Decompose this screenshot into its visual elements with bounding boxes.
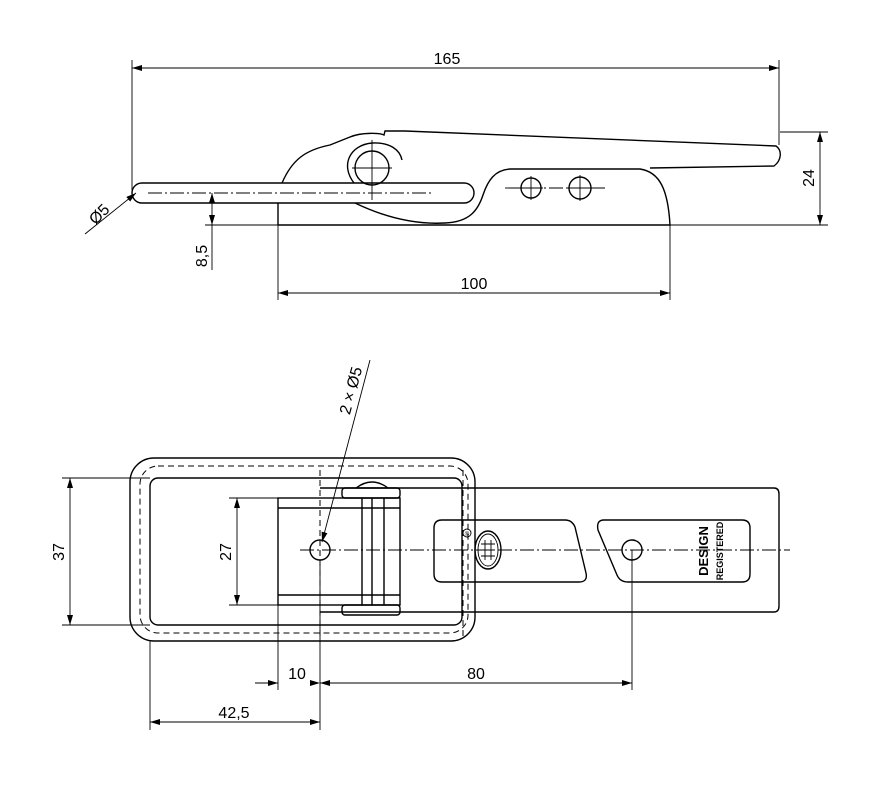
dimension-arrows bbox=[209, 193, 215, 225]
stamp-design: DESIGN bbox=[696, 526, 711, 576]
label-slot bbox=[596, 519, 751, 583]
dimension-arrow bbox=[310, 680, 320, 686]
hinge-knuckle bbox=[341, 604, 401, 616]
keeper-hidden-edge bbox=[139, 465, 469, 634]
hinge-block bbox=[277, 497, 401, 606]
keeper-inner bbox=[149, 477, 463, 626]
logo-slot bbox=[433, 519, 588, 583]
dim-label-42-5: 42,5 bbox=[218, 705, 249, 722]
lever-body bbox=[281, 130, 781, 184]
hinge-pin-head bbox=[355, 481, 389, 489]
dim-label-37: 37 bbox=[51, 543, 68, 561]
plan-view: ® DESIGN REGISTERED 2 × Ø5 37 27 10 80 4… bbox=[51, 359, 790, 730]
stamp-registered: REGISTERED bbox=[715, 521, 725, 580]
dim-label-165: 165 bbox=[434, 51, 461, 68]
dim-label-100: 100 bbox=[461, 276, 488, 293]
hinge-knuckle bbox=[341, 487, 401, 499]
base-plate bbox=[278, 168, 671, 226]
dim-label-8-5: 8,5 bbox=[194, 245, 211, 267]
side-view: 165 24 8,5 Ø5 100 bbox=[84, 51, 828, 300]
registered-mark: ® bbox=[465, 531, 470, 538]
leader-line bbox=[321, 359, 371, 543]
dim-label-10: 10 bbox=[288, 666, 306, 683]
dim-label-80: 80 bbox=[467, 666, 485, 683]
dim-label-rod-diameter: Ø5 bbox=[86, 201, 113, 228]
dim-label-24: 24 bbox=[801, 169, 818, 187]
leader-line bbox=[84, 192, 137, 235]
keeper-outline bbox=[129, 457, 476, 642]
dim-label-27: 27 bbox=[218, 543, 235, 561]
latch-rod bbox=[131, 182, 475, 204]
